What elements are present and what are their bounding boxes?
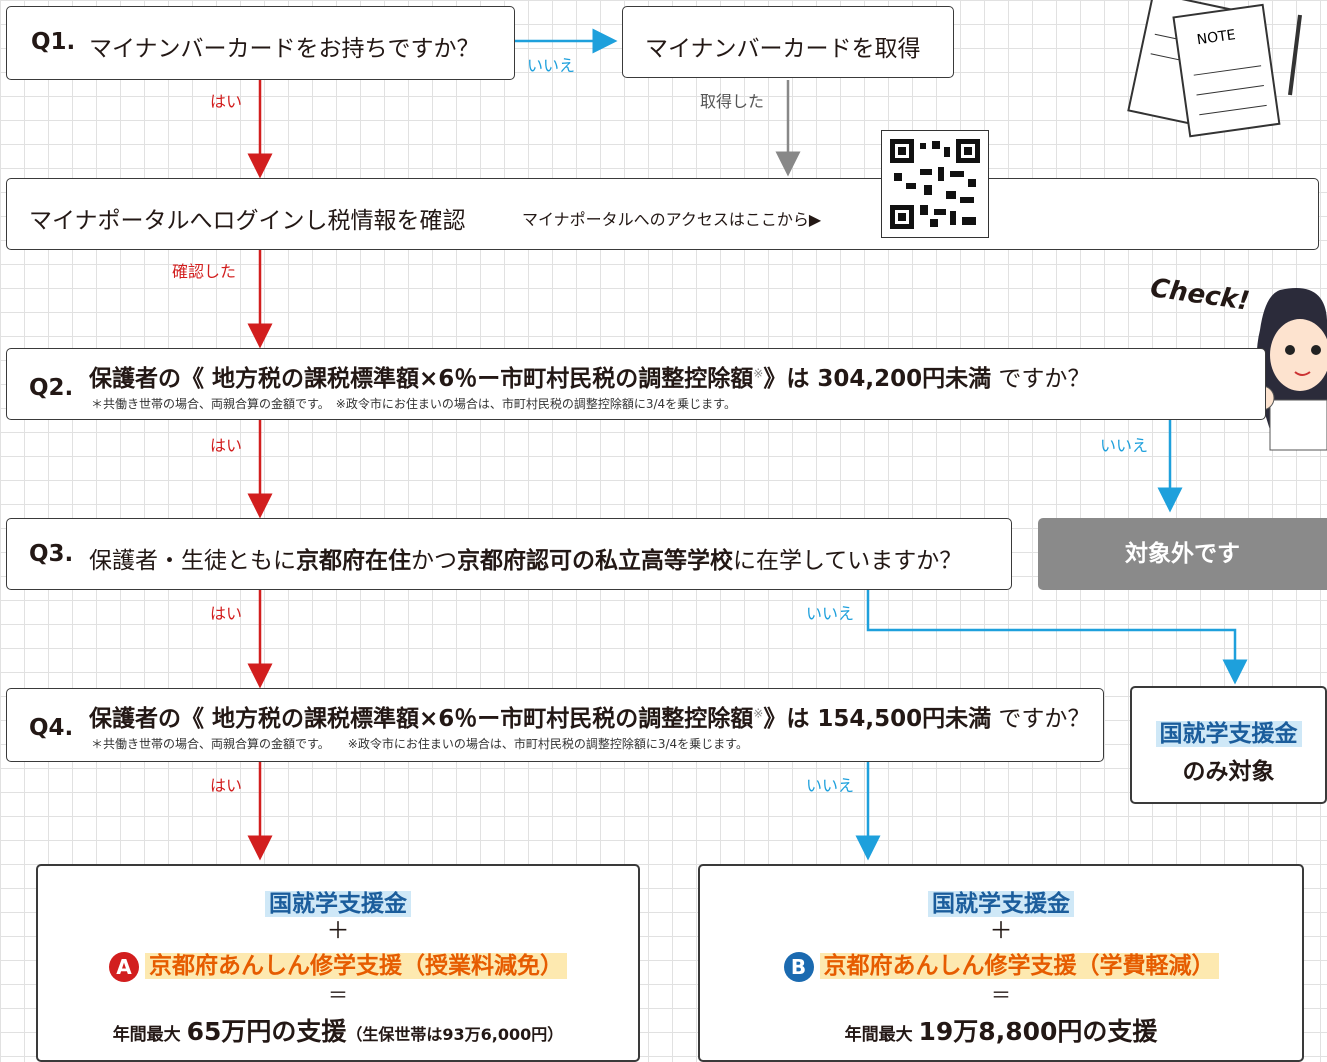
result-b-national: 国就学支援金 [928, 891, 1074, 917]
result-b-plus: ＋ [989, 918, 1013, 944]
result-a-prefix: 年間最大 [112, 1024, 187, 1045]
result-a-amount: 65万円の支援 [186, 1016, 347, 1046]
portal-box: マイナポータルへログインし税情報を確認 マイナポータルへのアクセスはここから▶ [6, 178, 1319, 250]
q3-q-part-e: に在学していますか？ [733, 548, 963, 574]
q2-question-main: 保護者の《 地方税の課税標準額×6％ー市町村民税の調整控除額 [89, 366, 754, 392]
q2-box: Q2. 保護者の《 地方税の課税標準額×6％ー市町村民税の調整控除額※》は 30… [6, 348, 1266, 420]
q4-question-end: ですか？ [991, 706, 1091, 732]
portal-confirmed-label: 確認した [172, 262, 237, 281]
q2-no-label: いいえ [1100, 436, 1149, 455]
result-a-equals: ＝ [328, 982, 348, 1007]
only-national-sub: のみ対象 [1182, 759, 1275, 785]
q3-label: Q3. [29, 541, 74, 567]
result-a-plus: ＋ [326, 918, 350, 944]
card-acquired-label: 取得した [700, 92, 765, 111]
q3-q-part-b: 京都府在住 [296, 548, 411, 574]
qr-code[interactable] [881, 130, 989, 238]
q3-q-part-a: 保護者・生徒ともに [89, 548, 296, 574]
result-b-equals: ＝ [991, 982, 1011, 1007]
q1-yes-label: はい [210, 92, 243, 111]
q2-question: 保護者の《 地方税の課税標準額×6％ー市町村民税の調整控除額※》は 304,20… [89, 359, 1090, 393]
portal-access-link[interactable]: マイナポータルへのアクセスはここから▶ [522, 210, 822, 229]
q3-box: Q3. 保護者・生徒ともに京都府在住かつ京都府認可の私立高等学校に在学しています… [6, 518, 1012, 590]
q3-yes-label: はい [210, 604, 243, 623]
q2-label: Q2. [29, 375, 74, 401]
q3-no-label: いいえ [806, 604, 855, 623]
q4-box: Q4. 保護者の《 地方税の課税標準額×6％ー市町村民税の調整控除額※》は 15… [6, 688, 1104, 762]
q1-box: Q1. マイナンバーカードをお持ちですか？ [6, 6, 515, 80]
result-b-amount: 19万8,800円の支援 [918, 1016, 1158, 1046]
q2-note: ＊共働き世帯の場合、両親合算の金額です。 ※政令市にお住まいの場合は、市町村民税… [91, 397, 736, 411]
q3-question: 保護者・生徒ともに京都府在住かつ京都府認可の私立高等学校に在学していますか？ [89, 541, 962, 575]
only-national-title: 国就学支援金 [1155, 721, 1302, 747]
get-card-text: マイナンバーカードを取得 [645, 36, 921, 62]
q4-footnote-mark: ※ [753, 706, 764, 721]
q4-question-main: 保護者の《 地方税の課税標準額×6％ー市町村民税の調整控除額 [89, 706, 754, 732]
q3-q-part-d: 京都府認可の私立高等学校 [457, 548, 733, 574]
q1-no-label: いいえ [527, 56, 576, 75]
girl-illustration [1249, 288, 1327, 451]
out-of-scope-box: 対象外です [1038, 518, 1327, 590]
result-a-note: （生保世帯は93万6,000円） [346, 1024, 564, 1044]
notebook-note-text: NOTE [1196, 27, 1237, 48]
badge-b-icon: B [783, 951, 814, 982]
q4-note: ＊共働き世帯の場合、両親合算の金額です。 ※政令市にお住まいの場合は、市町村民税… [91, 737, 748, 751]
q4-label: Q4. [29, 715, 74, 741]
result-b-kyoto: 京都府あんしん修学支援（学費軽減） [819, 953, 1219, 979]
q4-question: 保護者の《 地方税の課税標準額×6％ー市町村民税の調整控除額※》は 154,50… [89, 699, 1090, 733]
only-national-box: 国就学支援金 のみ対象 [1130, 686, 1327, 804]
result-a-kyoto: 京都府あんしん修学支援（授業料減免） [145, 953, 567, 979]
q2-footnote-mark: ※ [753, 366, 764, 381]
q4-yes-label: はい [210, 776, 243, 795]
q4-threshold: 》は 154,500円未満 [763, 706, 992, 732]
notebook-illustration: NOTE [1127, 0, 1302, 138]
q2-question-end: ですか？ [991, 366, 1091, 392]
out-of-scope-text: 対象外です [1125, 541, 1240, 567]
q1-question: マイナンバーカードをお持ちですか？ [89, 36, 480, 62]
result-a-national: 国就学支援金 [265, 891, 411, 917]
q2-threshold: 》は 304,200円未満 [763, 366, 992, 392]
q4-no-label: いいえ [806, 776, 855, 795]
arrow-q3-no [866, 590, 1248, 685]
q3-q-part-c: かつ [411, 548, 457, 574]
badge-a-icon: A [109, 951, 139, 982]
q2-yes-label: はい [210, 436, 243, 455]
q1-label: Q1. [31, 29, 76, 55]
get-card-box: マイナンバーカードを取得 [622, 6, 954, 78]
result-b-prefix: 年間最大 [844, 1024, 919, 1045]
portal-text: マイナポータルへログインし税情報を確認 [29, 208, 466, 234]
